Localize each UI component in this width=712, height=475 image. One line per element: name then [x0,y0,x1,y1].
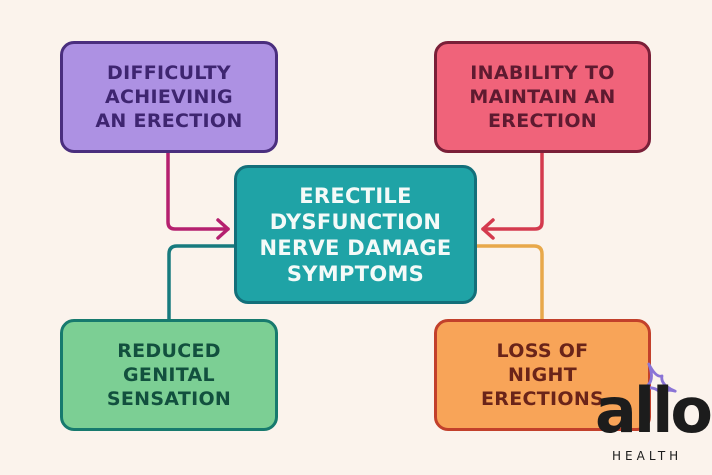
brand-logo-subtitle: HEALTH [612,449,683,463]
center-text-line: ERECTILE [299,183,412,208]
center-text-line: SYMPTOMS [286,261,425,286]
arrowhead-top-right [481,218,495,240]
center-text-line: DYSFUNCTION [269,209,442,234]
brand-logo-word: allo [595,374,712,447]
node-center-ed-nerve-damage-symptoms: ERECTILE DYSFUNCTION NERVE DAMAGE SYMPTO… [234,165,477,304]
node-reduced-genital-sensation: REDUCED GENITAL SENSATION [60,319,278,431]
node-text-line: ERECTION [487,110,597,132]
node-inability-maintain-erection: INABILITY TO MAINTAIN AN ERECTION [434,41,651,153]
arrow-top-left [166,151,230,231]
arrowhead-top-left [216,218,230,240]
node-text-line: LOSS OF [496,340,589,362]
node-text-line: MAINTAIN AN [469,86,616,108]
center-text-line: NERVE DAMAGE [259,235,452,260]
node-text-line: ACHIEVINIG [105,86,233,108]
arrow-top-right [481,151,544,231]
line-bottom-left [167,244,234,319]
node-text-line: AN ERECTION [95,110,243,132]
sparkle-icon [642,362,677,398]
node-loss-of-night-erections: LOSS OF NIGHT ERECTIONS [434,319,651,431]
line-bottom-right [477,244,544,319]
node-text-line: REDUCED [117,340,221,362]
node-text-line: NIGHT [508,364,577,386]
node-text-line: INABILITY TO [470,62,615,84]
node-text-line: ERECTIONS [481,388,604,410]
node-difficulty-achieving-erection: DIFFICULTY ACHIEVINIG AN ERECTION [60,41,278,153]
node-text-line: DIFFICULTY [107,62,231,84]
node-text-line: GENITAL [123,364,215,386]
node-text-line: SENSATION [106,388,232,410]
